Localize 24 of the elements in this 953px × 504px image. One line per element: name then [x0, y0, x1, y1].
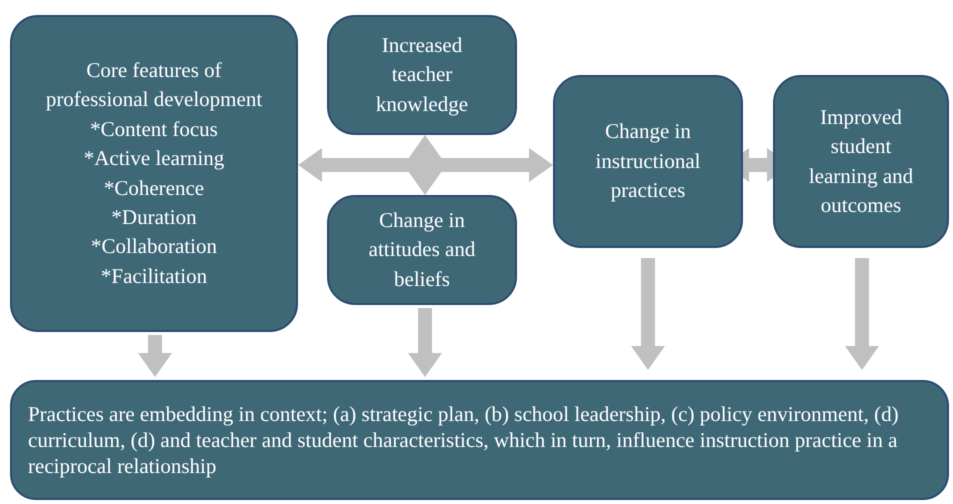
block-arrow [408, 135, 442, 195]
process-box [10, 380, 949, 500]
box-text: Practices are embedding in context; (a) strategic plan, (b) school leadership, (c) policy environment, (d) curriculum, (d) and teacher and student characteristics, which in turn, influence instruction practice in a reciprocal relationship [28, 400, 900, 480]
box-text: *Active learning [84, 145, 224, 172]
process-box [773, 75, 949, 248]
box-text: *Collaboration [91, 233, 217, 260]
box-text: *Facilitation [100, 262, 208, 290]
block-arrow [845, 258, 879, 370]
block-arrow [298, 148, 553, 182]
process-box [553, 75, 743, 248]
box-text: Improved student learning and outcomes [808, 104, 914, 219]
box-text: Change in instructional practices [594, 118, 702, 204]
process-box [327, 15, 517, 135]
box-text: Increased teacher knowledge [374, 32, 470, 118]
box-text: *Content focus [90, 116, 218, 143]
box-text: *Duration [111, 204, 197, 231]
box-text: Change in attitudes and beliefs [368, 206, 476, 293]
box-text: Core features of professional development [44, 56, 264, 114]
block-arrow [631, 258, 665, 370]
box-text: *Coherence [104, 174, 204, 202]
block-arrow [138, 335, 172, 377]
block-arrow [408, 308, 442, 377]
process-box [10, 15, 298, 332]
process-box [327, 195, 517, 305]
